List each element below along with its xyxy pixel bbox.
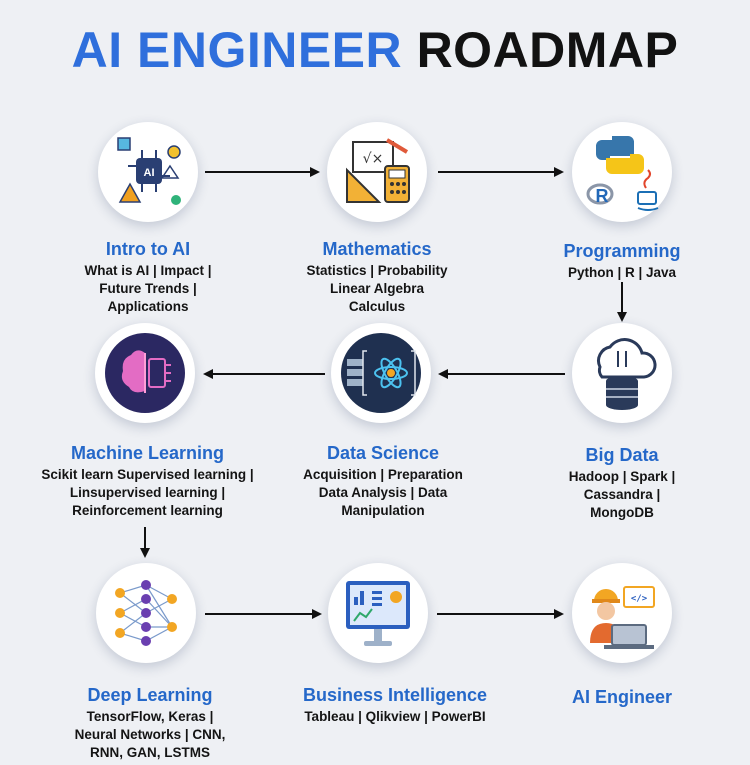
node-title: AI Engineer <box>571 687 673 707</box>
node-title: Deep Learning <box>87 685 213 705</box>
node-programming: Programming Python | R | Java <box>507 240 737 282</box>
node-deep-learning: Deep Learning TensorFlow, Keras | Neural… <box>35 684 265 762</box>
node-description: TensorFlow, Keras | Neural Networks | CN… <box>74 709 226 760</box>
svg-text:√×: √× <box>363 151 384 167</box>
svg-text:AI: AI <box>144 167 155 179</box>
cloud-database-icon <box>572 323 672 423</box>
node-title: Machine Learning <box>70 443 225 463</box>
svg-text:</>: </> <box>631 594 648 604</box>
node-description: Acquisition | Preparation Data Analysis … <box>303 467 463 518</box>
node-title: Business Intelligence <box>302 685 488 705</box>
python-r-java-icon: R <box>572 122 672 222</box>
title-part-1: AI ENGINEER <box>71 22 403 78</box>
svg-text:R: R <box>596 186 609 206</box>
page-title: AI ENGINEER ROADMAP <box>0 20 750 80</box>
node-big-data: Big Data Hadoop | Spark | Cassandra | Mo… <box>507 444 737 522</box>
neural-network-icon <box>96 563 196 663</box>
node-ai-engineer: AI Engineer <box>507 686 737 708</box>
node-title: Programming <box>563 241 681 261</box>
node-title: Big Data <box>585 445 659 465</box>
brain-chip-icon <box>95 323 195 423</box>
node-description: Hadoop | Spark | Cassandra | MongoDB <box>568 469 676 520</box>
dashboard-icon <box>328 563 428 663</box>
node-description: What is AI | Impact | Future Trends | Ap… <box>84 263 212 314</box>
node-title: Intro to AI <box>105 239 191 259</box>
node-title: Data Science <box>326 443 440 463</box>
math-tools-icon: √× <box>327 122 427 222</box>
node-title: Mathematics <box>322 239 432 259</box>
title-part-2: ROADMAP <box>416 22 679 78</box>
node-machine-learning: Machine Learning Scikit learn Supervised… <box>15 442 280 520</box>
node-business-intelligence: Business Intelligence Tableau | Qlikview… <box>265 684 525 726</box>
ai-chip-icon: AI <box>98 122 198 222</box>
engineer-icon: </> <box>572 563 672 663</box>
node-description: Tableau | Qlikview | PowerBI <box>304 709 486 724</box>
node-mathematics: Mathematics Statistics | Probability Lin… <box>262 238 492 316</box>
node-intro-to-ai: Intro to AI What is AI | Impact | Future… <box>33 238 263 316</box>
node-description: Statistics | Probability Linear Algebra … <box>306 263 448 314</box>
node-description: Scikit learn Supervised learning | Linsu… <box>41 467 254 518</box>
data-atom-icon <box>331 323 431 423</box>
node-description: Python | R | Java <box>567 265 677 280</box>
node-data-science: Data Science Acquisition | Preparation D… <box>268 442 498 520</box>
